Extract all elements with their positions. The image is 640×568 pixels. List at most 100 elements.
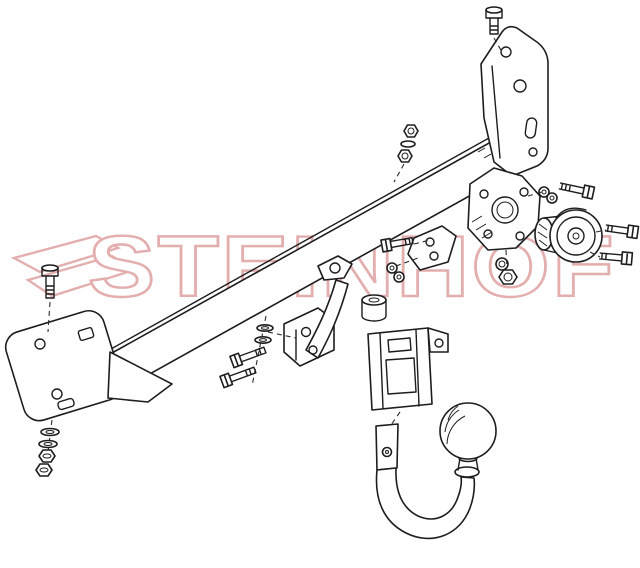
washer-hole [259, 338, 267, 342]
flange-hole [483, 229, 493, 239]
bolt-head [229, 352, 244, 369]
washer-ring-hole [498, 260, 506, 268]
socket-bolt-axis [589, 251, 601, 258]
flange-hole [515, 231, 525, 241]
washer-ring-hole [541, 189, 547, 195]
top-bolt-head [485, 9, 503, 19]
hex-nut [38, 449, 56, 463]
electrical-socket [495, 207, 640, 285]
socket-bolt-axis [595, 229, 607, 233]
socket-rear-hatch [537, 223, 548, 247]
bushing-top [361, 294, 387, 306]
hex-bolt [380, 236, 414, 253]
washer-axis [395, 257, 419, 267]
socket-face-ring [556, 216, 596, 256]
receiver-housing [367, 327, 449, 426]
end-plate-body [4, 309, 123, 422]
flange-hole [519, 187, 529, 197]
spacer-bushing [361, 294, 387, 322]
flange-bolt-axis [527, 191, 543, 197]
bolt-head [581, 184, 596, 200]
side-plate-hole [429, 251, 439, 261]
bracket-slot [524, 117, 538, 139]
washer-hole [43, 442, 53, 446]
end-plate-hole-top [34, 338, 46, 350]
flange-center-hole [496, 201, 514, 219]
towball-head [439, 402, 497, 460]
flange-bolt-set [527, 182, 596, 204]
hex-nut-hole [39, 467, 49, 473]
bolt-to-plate-axis [413, 239, 431, 245]
support-strap [305, 255, 353, 359]
strap-bottom-hole [308, 345, 318, 355]
bolt-shaft [599, 252, 623, 262]
detachable-swan-neck-towball [375, 402, 497, 540]
washer-ring [495, 257, 509, 271]
washer-ring [386, 262, 398, 274]
washer-hole [45, 430, 55, 434]
hex-nut [35, 463, 53, 477]
towball-shading [444, 405, 466, 445]
housing-flange [427, 327, 449, 353]
bolt-shaft [604, 224, 629, 235]
bolt-shaft [238, 346, 267, 363]
ball-mount-flange [467, 167, 541, 251]
shank-pin [381, 446, 393, 458]
hex-nut [498, 269, 518, 285]
beam-weld-marks [477, 147, 492, 159]
left-plate-bolt [41, 264, 59, 333]
bolt-head [380, 237, 393, 253]
bracket-fold-line [491, 65, 501, 159]
washer-ring-hole [389, 265, 395, 271]
bracket-hole [300, 326, 312, 338]
side-plate-and-bolt [380, 225, 457, 283]
socket-face-inner [567, 227, 585, 245]
shank-pin-hole [385, 450, 389, 454]
bushing-bore [368, 297, 380, 303]
hex-bolt [219, 366, 257, 389]
housing-axis [390, 411, 401, 426]
washer [400, 140, 416, 148]
nut-axis [505, 249, 508, 269]
housing-flange-hole [434, 338, 444, 348]
washer [254, 335, 272, 344]
upper-nut-axis [393, 163, 405, 183]
ball-collar [454, 466, 480, 478]
bolt-shaft [558, 182, 585, 195]
socket-center-screw [572, 232, 580, 240]
watermark-logo-stripe-top [10, 234, 122, 274]
housing-body [367, 327, 433, 411]
bolt-shaft [228, 366, 257, 383]
end-plate-hole-bottom [51, 388, 63, 400]
hex-bolt [229, 346, 267, 369]
washer-to-plate-axis [267, 331, 297, 339]
housing-top-slot [387, 337, 412, 353]
washer-ring [546, 192, 558, 204]
hex-nut-hole [42, 453, 52, 459]
neck-tube [375, 467, 476, 540]
top-bolt [485, 6, 503, 53]
hex-nut [403, 124, 419, 138]
flange-hatch [471, 215, 493, 239]
hex-nut-hole [503, 272, 513, 282]
left-plate-fasteners [35, 419, 60, 477]
left-bolt-head [41, 267, 59, 277]
left-end-plate [4, 309, 173, 422]
rear-mount-bracket [480, 25, 549, 177]
washer-ring-hole [396, 274, 402, 280]
end-plate-slot [57, 397, 75, 411]
bracket-hole-mid [513, 79, 527, 93]
hex-nut-hole [407, 127, 415, 135]
top-bolt-axis [493, 37, 503, 53]
housing-window [385, 357, 417, 395]
top-bolt-shaft [489, 17, 499, 35]
washer-hole [261, 326, 269, 330]
bolt-head [620, 251, 634, 266]
side-plate [407, 225, 457, 271]
side-plate-hole [425, 237, 435, 247]
left-bolt-shaft [45, 275, 55, 299]
end-plate-gusset [107, 351, 173, 403]
bolt-shaft [389, 236, 414, 249]
housing-edges [379, 329, 420, 409]
